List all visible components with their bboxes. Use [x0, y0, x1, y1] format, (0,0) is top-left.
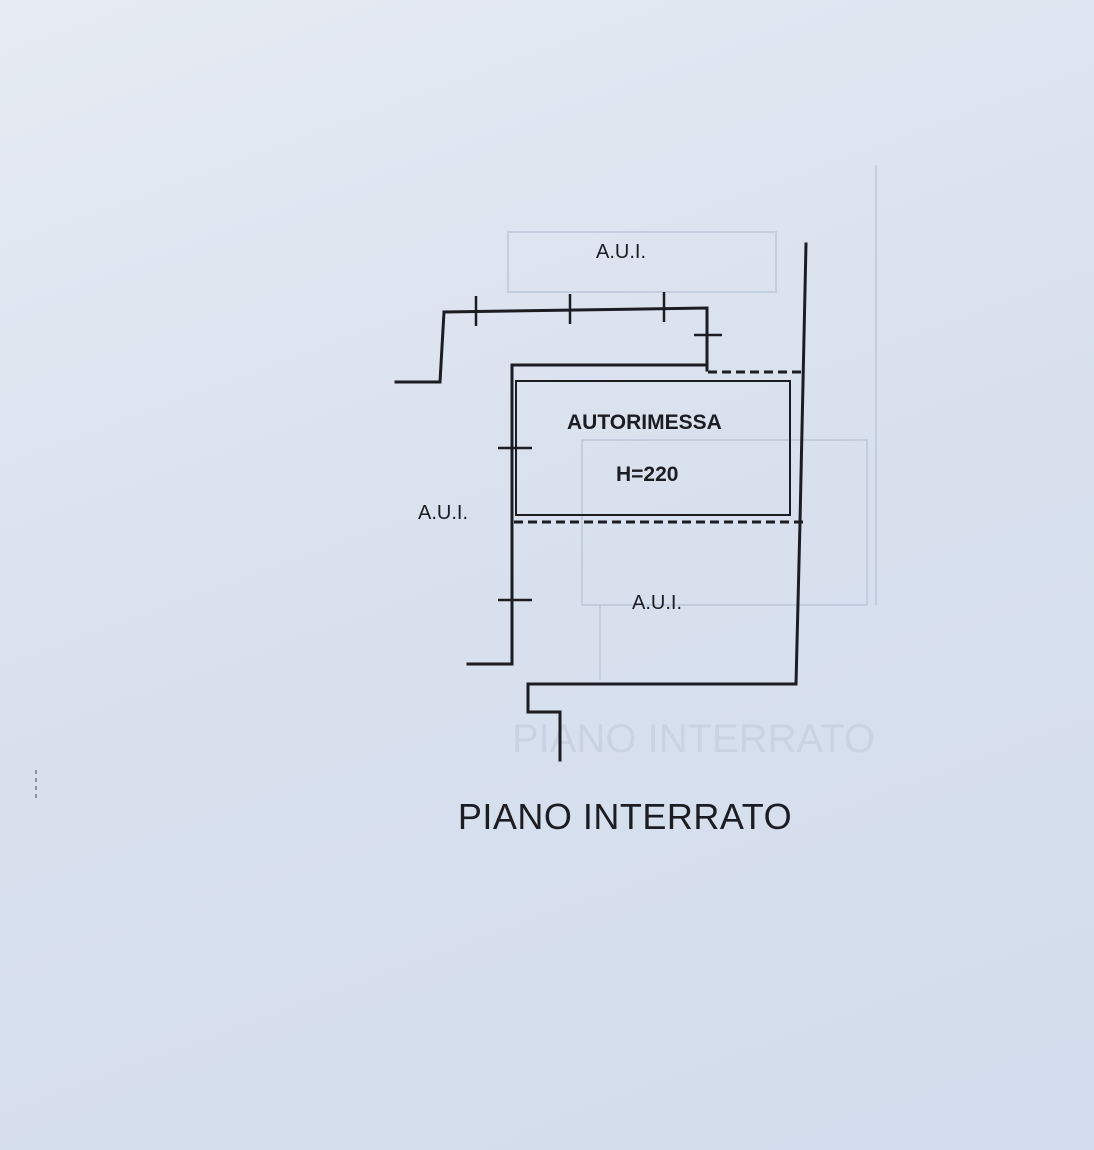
show-through-ghost: PIANO INTERRATO	[507, 165, 877, 761]
upper-wall	[394, 306, 709, 384]
label-aui-bottom: A.U.I.	[632, 592, 682, 614]
show-through-title: PIANO INTERRATO	[512, 717, 875, 761]
right-wall	[794, 242, 808, 686]
garage-room-outline	[515, 380, 791, 516]
label-garage: AUTORIMESSA	[567, 411, 722, 434]
floor-title: PIANO INTERRATO	[457, 796, 793, 837]
garage-outer-left	[466, 363, 709, 666]
label-aui-top: A.U.I.	[596, 241, 646, 263]
bottom-wall	[526, 682, 798, 762]
label-garage-height: H=220	[616, 463, 678, 486]
label-aui-left: A.U.I.	[418, 502, 468, 524]
